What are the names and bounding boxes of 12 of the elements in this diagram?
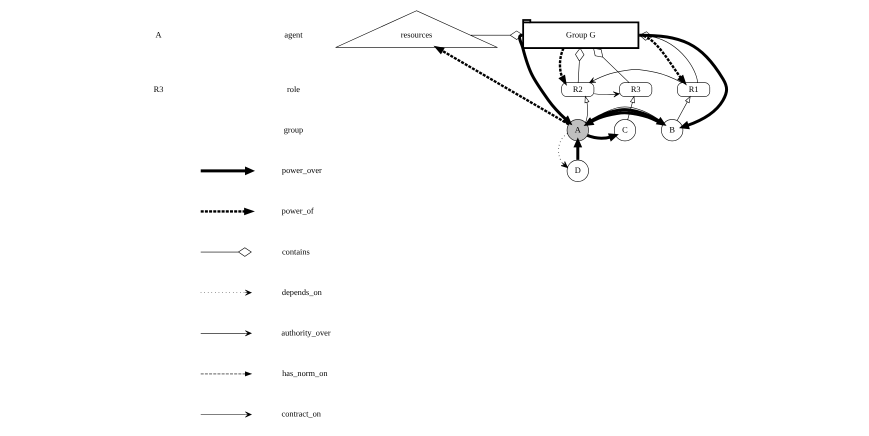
legend-label: group (284, 125, 304, 134)
label: A (155, 30, 162, 40)
legend-label: contains (282, 247, 310, 256)
legend-label: depends_on (282, 288, 322, 297)
legend-label: power_over (282, 166, 322, 176)
legend-label: role (287, 84, 300, 94)
legend-label: contract_on (282, 410, 321, 419)
label: R3 (154, 84, 164, 94)
legend-label: authority_over (281, 328, 331, 338)
legend-label: agent (284, 30, 303, 40)
legend-label: has_norm_on (282, 369, 328, 378)
legend-label: power_of (282, 206, 314, 216)
